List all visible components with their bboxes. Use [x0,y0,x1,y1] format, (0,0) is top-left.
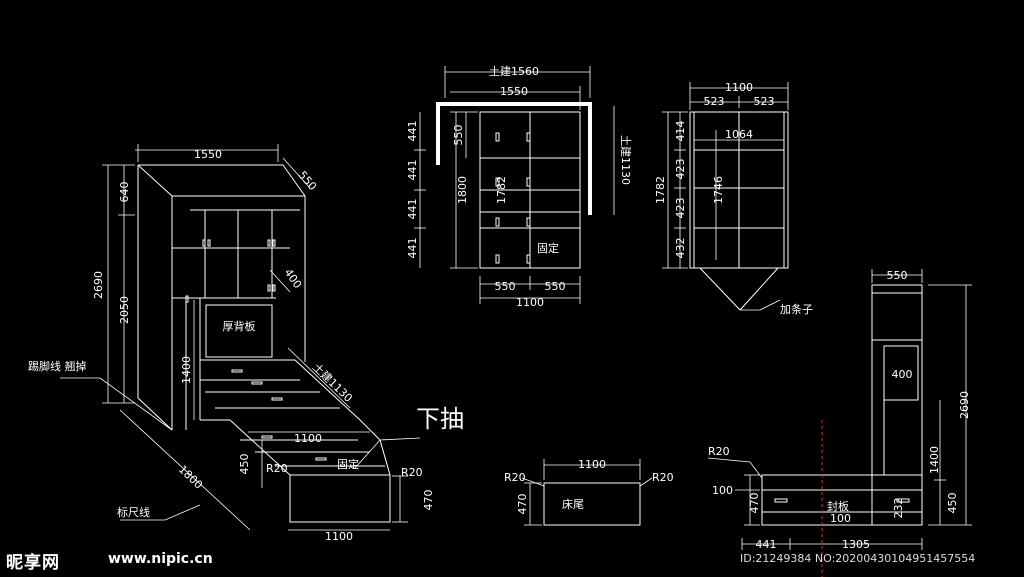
iso-r20-right-label: R20 [401,466,423,479]
side-elevation-view: 1100 523 523 1064 1782 1746 414 423 423 … [654,81,813,316]
iso-bed-end-height-label: 470 [422,490,435,511]
front-bottom-550-b: 550 [545,280,566,293]
front-fixed-label: 固定 [537,241,559,255]
front-h441-d: 441 [406,238,419,259]
bedside-450-label: 450 [946,493,959,514]
front-h1782-label: 1782 [495,176,508,204]
bedside-100-b: 100 [830,512,851,525]
side-strip-label: 加条子 [780,302,813,316]
side-423-b: 423 [674,198,687,219]
iso-drawer-height-label: 450 [238,454,251,475]
bedside-1305-label: 1305 [842,538,870,551]
watermark-id: ID:21249384 NO:20200430104951457554 [740,552,976,565]
iso-top-height-label: 640 [118,182,131,203]
front-width-label: 1550 [500,85,528,98]
drawer-callout: 下抽 [416,405,464,433]
side-h1782-label: 1782 [654,176,667,204]
bedside-shelf-label: 400 [892,368,913,381]
iso-bed-end-width-label: 1100 [325,530,353,543]
side-width-label: 1100 [725,81,753,94]
watermark-url: www.nipic.cn [108,551,213,567]
side-523-b: 523 [754,95,775,108]
isometric-view: 1550 550 2690 640 2050 400 厚背板 1400 土建11… [28,144,464,543]
bedend-width-label: 1100 [578,458,606,471]
front-civil-width-label: 土建1560 [489,64,539,78]
iso-depth-label: 550 [296,169,319,193]
side-423-a: 423 [674,159,687,180]
watermark-brand: 昵享网 [6,553,60,573]
bedside-470-label: 470 [748,493,761,514]
front-h441-a: 441 [406,121,419,142]
iso-lower-height-label: 2050 [118,296,131,324]
bedside-r20-label: R20 [708,445,730,458]
bedside-top-label: 550 [887,269,908,282]
side-432-label: 432 [674,238,687,259]
bedend-r20-a: R20 [504,471,526,484]
iso-width-label: 1550 [194,148,222,161]
bedend-height-label: 470 [516,494,529,515]
iso-back-panel-label: 厚背板 [223,319,256,333]
iso-bed-height-label: 1400 [180,356,193,384]
front-civil-height-label: 土建1130 [619,135,633,185]
side-inner-label: 1064 [725,128,753,141]
front-h441-c: 441 [406,199,419,220]
side-414-label: 414 [674,121,687,142]
bedend-name-label: 床尾 [562,497,584,511]
bedside-100-a: 100 [712,484,733,497]
iso-tu-jian-label: 土建1130 [310,360,356,405]
bed-side-view: 550 2690 400 1400 450 R20 100 100 470 23… [707,269,972,577]
front-h1800-label: 1800 [456,176,469,204]
front-elevation-view: 土建1560 1550 土建1130 550 1800 1782 441 441… [406,64,633,309]
iso-bed-length-label: 1800 [176,463,205,492]
front-bottom-550-a: 550 [495,280,516,293]
iso-fixed-label: 固定 [337,457,359,471]
bedend-r20-b: R20 [652,471,674,484]
iso-shelf-depth-label: 400 [282,266,305,291]
bed-end-view: 1100 R20 R20 470 床尾 [504,458,674,526]
front-h550-label: 550 [452,125,465,146]
front-bottom-1100: 1100 [516,296,544,309]
bedside-232-label: 232 [892,498,905,519]
iso-r20-left-label: R20 [266,462,288,475]
side-h1746-label: 1746 [712,176,725,204]
bedside-1400-label: 1400 [928,446,941,474]
bedside-total-label: 2690 [958,391,971,419]
bedside-441-label: 441 [756,538,777,551]
scale-line-note: 标尺线 [117,505,150,519]
kick-line-note: 踢脚线 翘掉 [28,359,87,373]
iso-drawer-width-label: 1100 [294,432,322,445]
front-h441-b: 441 [406,160,419,181]
side-523-a: 523 [704,95,725,108]
bedside-panel-label: 封板 [827,499,849,513]
iso-total-height-label: 2690 [92,271,105,299]
